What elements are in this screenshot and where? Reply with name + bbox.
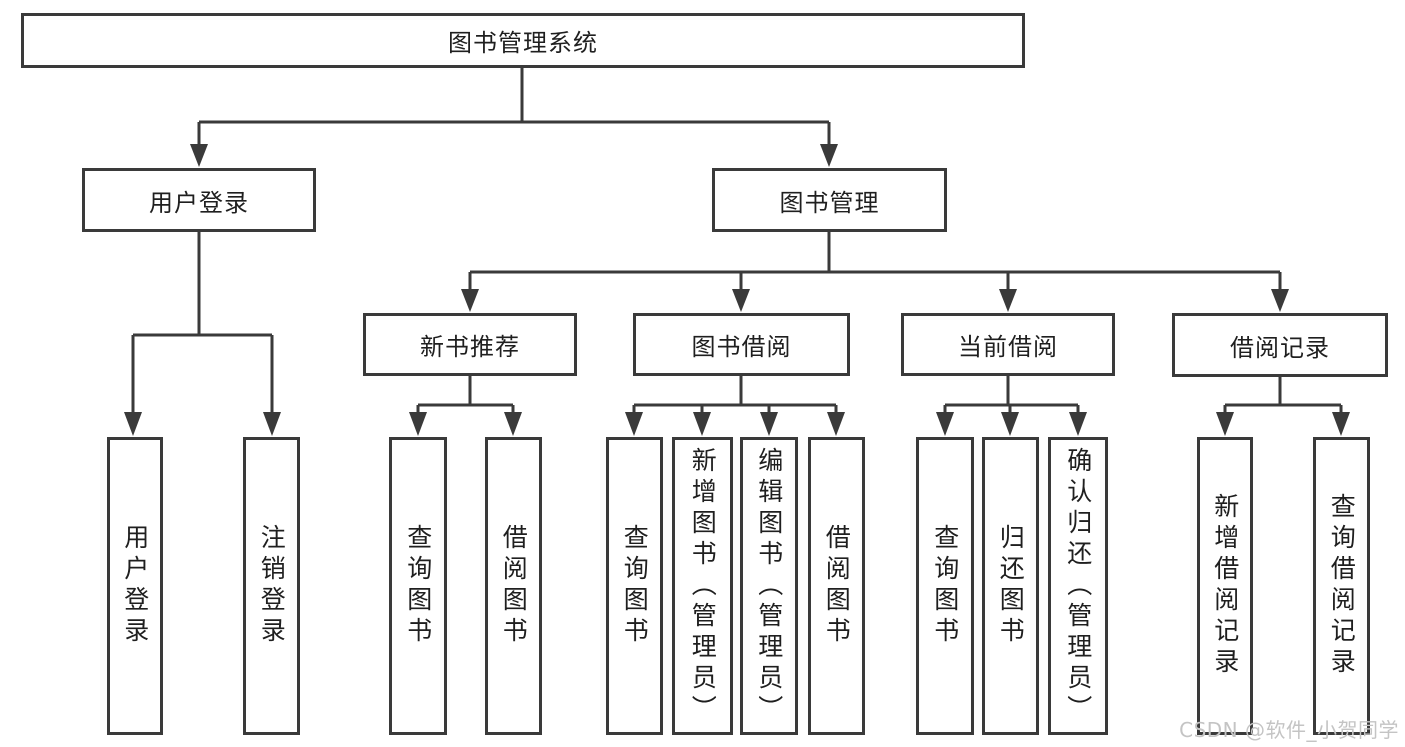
connector-book-mgmt-to-level3 [461, 232, 1289, 312]
node-borrow-records-label: 借阅记录 [1230, 333, 1330, 362]
node-book-borrow-label: 图书借阅 [691, 333, 792, 361]
node-borrow-records: 借阅记录 [1172, 313, 1388, 377]
leaf-currentborrow-query: 查询图书 [916, 437, 974, 735]
connector-borrow-records-to-leaves [1216, 376, 1350, 436]
leaf-bookborrow-edit-label: 编辑图书（管理员） [754, 446, 784, 726]
connector-book-borrow-to-leaves [625, 376, 845, 436]
node-root-label: 图书管理系统 [448, 29, 598, 57]
csdn-watermark: CSDN @软件_小贺同学 [1179, 718, 1399, 742]
connector-new-books-to-leaves [409, 376, 522, 436]
leaf-bookborrow-add-label: 新增图书（管理员） [688, 446, 718, 726]
leaf-logout: 注销登录 [243, 437, 300, 735]
leaf-bookborrow-borrow-label: 借阅图书 [822, 524, 852, 648]
leaf-bookborrow-query-label: 查询图书 [620, 524, 650, 648]
connector-user-login-to-leaves [124, 232, 281, 436]
leaf-bookborrow-borrow: 借阅图书 [808, 437, 865, 735]
leaf-bookborrow-add: 新增图书（管理员） [672, 437, 733, 735]
leaf-user-login: 用户登录 [107, 437, 163, 735]
leaf-newbooks-query: 查询图书 [389, 437, 447, 735]
leaf-newbooks-query-label: 查询图书 [403, 524, 433, 648]
leaf-currentborrow-query-label: 查询图书 [930, 524, 960, 648]
leaf-currentborrow-return-label: 归还图书 [996, 524, 1026, 648]
leaf-currentborrow-confirm-label: 确认归还（管理员） [1063, 446, 1093, 726]
connector-root-to-level2 [190, 68, 838, 167]
leaf-currentborrow-return: 归还图书 [982, 437, 1039, 735]
node-user-login: 用户登录 [82, 168, 316, 232]
leaf-records-query-label: 查询借阅记录 [1327, 493, 1357, 679]
leaf-newbooks-borrow: 借阅图书 [485, 437, 542, 735]
node-user-login-label: 用户登录 [149, 188, 249, 217]
leaf-bookborrow-query: 查询图书 [606, 437, 663, 735]
leaf-records-add: 新增借阅记录 [1197, 437, 1253, 735]
leaf-records-query: 查询借阅记录 [1313, 437, 1370, 735]
connector-current-borrow-to-leaves [936, 376, 1087, 436]
leaf-bookborrow-edit: 编辑图书（管理员） [740, 437, 798, 735]
node-current-borrow-label: 当前借阅 [958, 333, 1058, 361]
node-new-books: 新书推荐 [363, 313, 577, 376]
node-root: 图书管理系统 [21, 13, 1025, 68]
node-book-mgmt-label: 图书管理 [779, 188, 880, 217]
node-book-mgmt: 图书管理 [712, 168, 947, 232]
leaf-logout-label: 注销登录 [257, 524, 287, 648]
node-current-borrow: 当前借阅 [901, 313, 1115, 376]
node-book-borrow: 图书借阅 [633, 313, 850, 376]
node-new-books-label: 新书推荐 [420, 333, 520, 361]
leaf-records-add-label: 新增借阅记录 [1210, 493, 1240, 679]
leaf-currentborrow-confirm: 确认归还（管理员） [1048, 437, 1108, 735]
leaf-user-login-label: 用户登录 [120, 524, 150, 648]
leaf-newbooks-borrow-label: 借阅图书 [499, 524, 529, 648]
